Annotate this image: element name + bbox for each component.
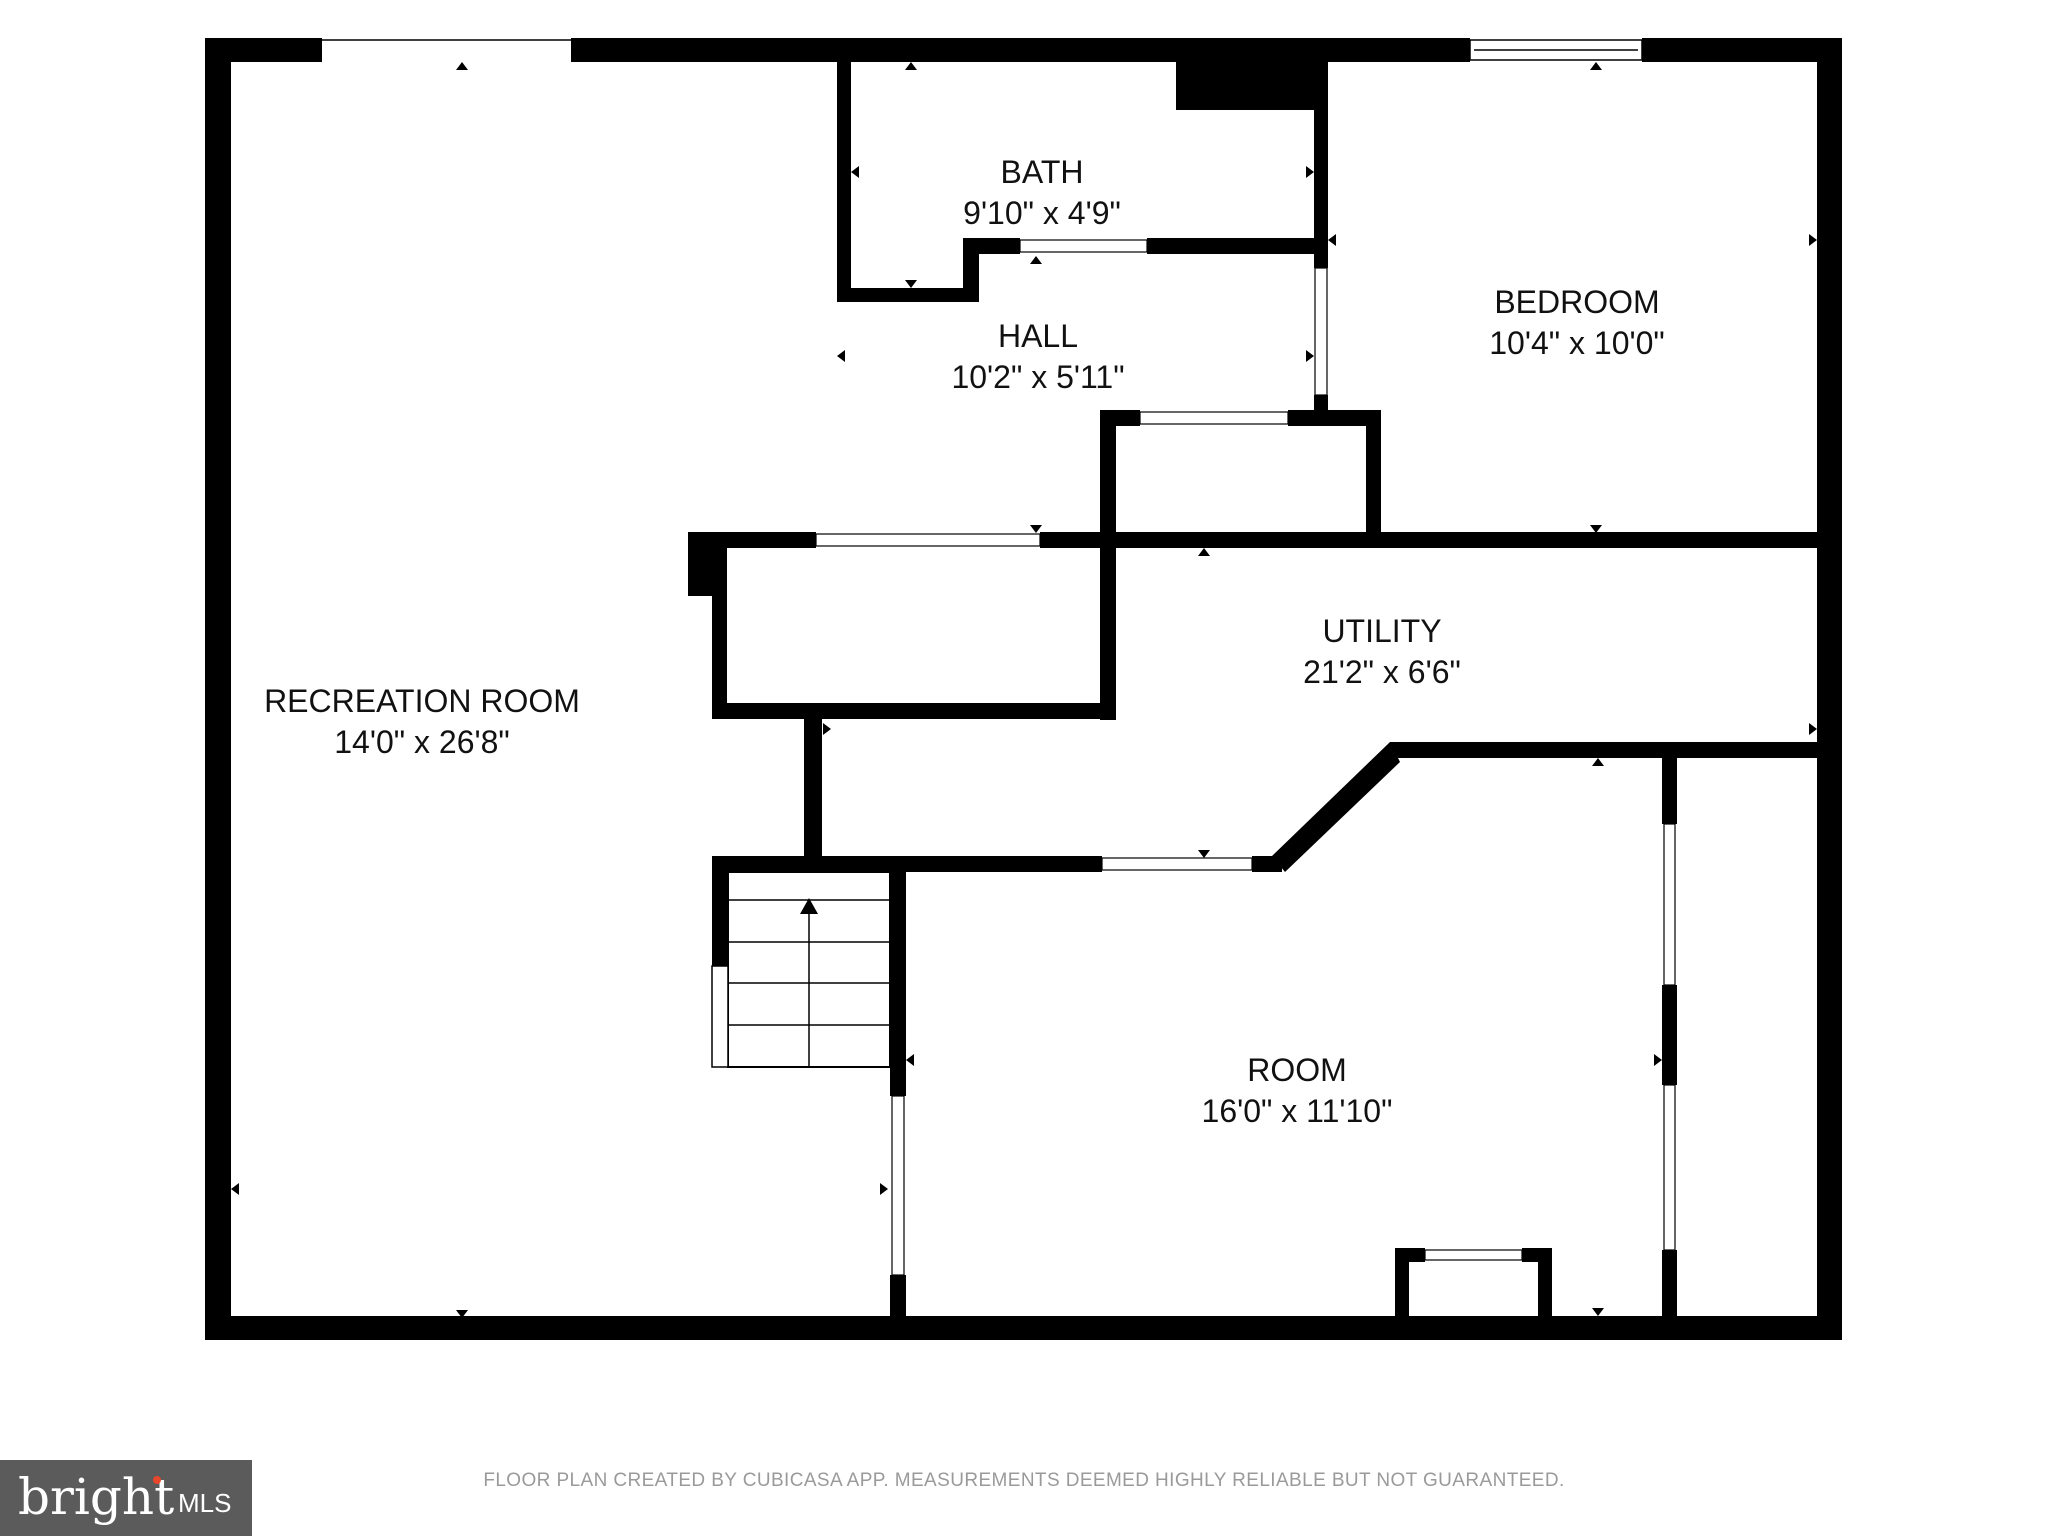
room-name-bedroom: BEDROOM bbox=[1494, 284, 1659, 320]
logo-wordmark: bright bbox=[18, 1468, 175, 1526]
disclaimer-text: FLOOR PLAN CREATED BY CUBICASA APP. MEAS… bbox=[483, 1470, 1565, 1491]
room-dims-utility: 21'2" x 6'6" bbox=[1303, 654, 1461, 690]
stairs bbox=[711, 871, 891, 1068]
room-name-room: ROOM bbox=[1247, 1052, 1347, 1088]
room-name-recreation: RECREATION ROOM bbox=[264, 683, 580, 719]
room-dims-bath: 9'10" x 4'9" bbox=[963, 195, 1121, 231]
stair-direction-arrow bbox=[800, 898, 818, 914]
logo-spark-icon bbox=[153, 1476, 161, 1484]
room-dims-bedroom: 10'4" x 10'0" bbox=[1489, 325, 1665, 361]
room-dims-recreation: 14'0" x 26'8" bbox=[334, 724, 510, 760]
interior-walls bbox=[688, 62, 1817, 1340]
door-openings bbox=[815, 239, 1676, 1276]
dimension-markers bbox=[231, 62, 1817, 1318]
bright-mls-logo: bright MLS bbox=[0, 1460, 252, 1536]
room-name-hall: HALL bbox=[998, 318, 1078, 354]
room-name-bath: BATH bbox=[1001, 154, 1084, 190]
room-dims-hall: 10'2" x 5'11" bbox=[951, 359, 1124, 395]
window-openings bbox=[322, 39, 1643, 61]
room-name-utility: UTILITY bbox=[1322, 613, 1441, 649]
room-labels: RECREATION ROOM 14'0" x 26'8" BATH 9'10"… bbox=[264, 154, 1665, 1129]
room-dims-room: 16'0" x 11'10" bbox=[1202, 1093, 1393, 1129]
logo-suffix: MLS bbox=[178, 1488, 232, 1518]
outer-walls bbox=[205, 38, 1842, 1340]
